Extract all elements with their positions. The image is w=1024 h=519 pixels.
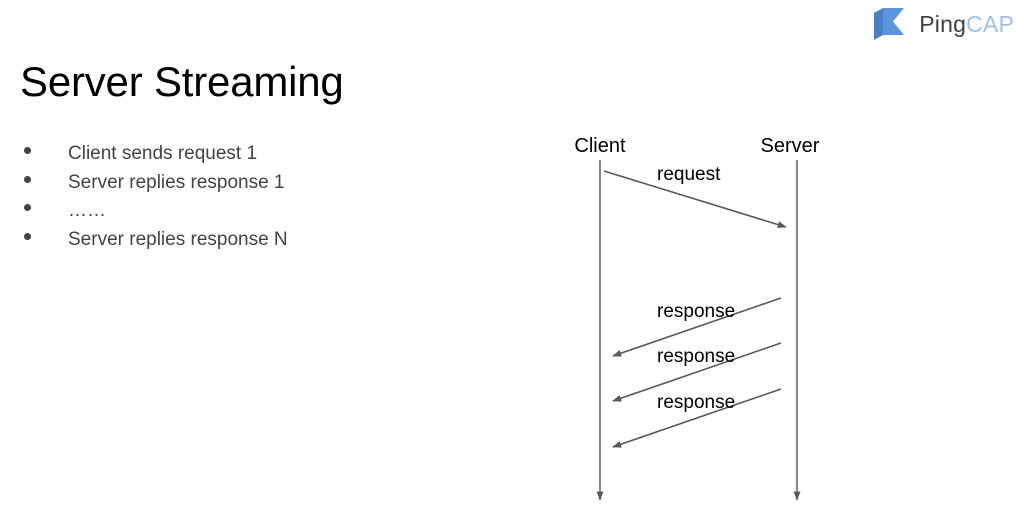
brand-name: PingCAP bbox=[919, 10, 1014, 37]
brand-logo: PingCAP bbox=[874, 8, 1014, 40]
message-arrow-request bbox=[603, 170, 787, 228]
actor-label-server: Server bbox=[761, 135, 820, 157]
message-label-response-1: response bbox=[657, 301, 735, 322]
list-item-label: Client sends request 1 bbox=[68, 143, 258, 164]
message-arrow-response-2 bbox=[612, 342, 782, 402]
bullet-dot-icon bbox=[24, 147, 31, 154]
list-item: Server replies response 1 bbox=[24, 169, 454, 198]
brand-name-cap: CAP bbox=[966, 10, 1014, 37]
message-label-request: request bbox=[657, 164, 721, 185]
message-label-response-2: response bbox=[657, 346, 735, 367]
list-item-label: Server replies response N bbox=[68, 228, 288, 250]
bullet-dot-icon bbox=[24, 204, 31, 211]
list-item-label: …… bbox=[68, 200, 106, 221]
bullet-dot-icon bbox=[24, 175, 31, 183]
message-arrow-response-1 bbox=[612, 297, 782, 357]
list-item: Server replies response N bbox=[24, 226, 454, 255]
list-item: Client sends request 1 bbox=[24, 140, 454, 169]
list-item: …… bbox=[24, 197, 454, 226]
pingcap-logo-icon bbox=[874, 8, 905, 40]
message-label-response-3: response bbox=[657, 392, 735, 413]
brand-name-ping: Ping bbox=[919, 10, 967, 37]
list-item-label: Server replies response 1 bbox=[68, 171, 285, 193]
bullet-list: Client sends request 1 Server replies re… bbox=[24, 140, 454, 254]
message-arrow-response-3 bbox=[612, 388, 782, 448]
actor-label-client: Client bbox=[574, 135, 626, 157]
page-title: Server Streaming bbox=[20, 58, 344, 105]
bullet-dot-icon bbox=[24, 232, 31, 240]
